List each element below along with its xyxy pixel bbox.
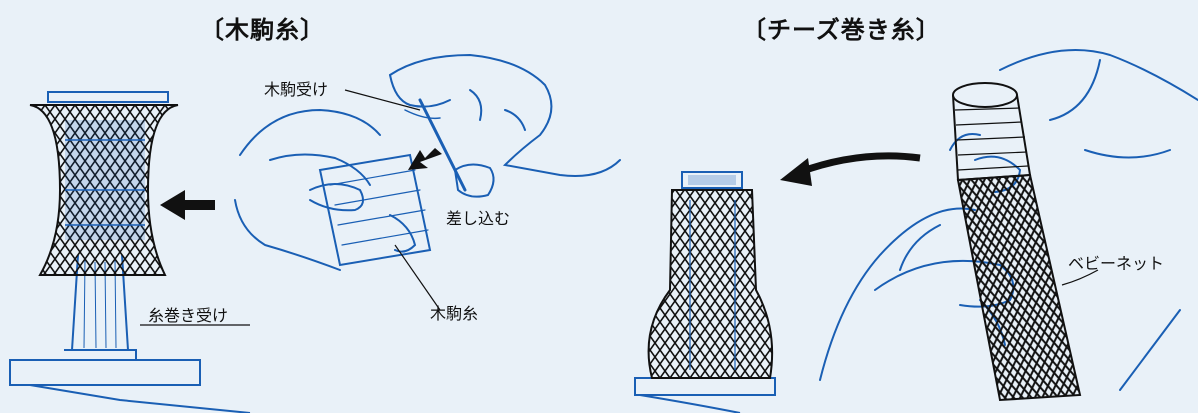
label-kikomaito: 木駒糸 <box>430 304 479 323</box>
left-spool-holder <box>9 254 251 413</box>
left-hands <box>234 53 621 271</box>
title-left: 〔木駒糸〕 <box>200 16 325 44</box>
label-baby-net: ベビーネット <box>1068 254 1165 273</box>
label-komauke: 木駒受け <box>264 80 329 99</box>
left-netted-spool <box>29 91 179 276</box>
curved-arrow <box>780 152 921 186</box>
label-itomaki-uke: 糸巻き受け <box>148 306 229 325</box>
label-sashikomu: 差し込む <box>446 209 511 228</box>
cheese-tube <box>952 82 1082 402</box>
left-leader-lines <box>140 89 441 326</box>
right-base <box>634 377 776 413</box>
left-arrow <box>160 190 215 220</box>
right-netted-cone <box>647 171 774 379</box>
title-right: 〔チーズ巻き糸〕 <box>742 16 941 44</box>
right-leader-line <box>1061 269 1099 286</box>
down-arrow <box>408 148 442 170</box>
